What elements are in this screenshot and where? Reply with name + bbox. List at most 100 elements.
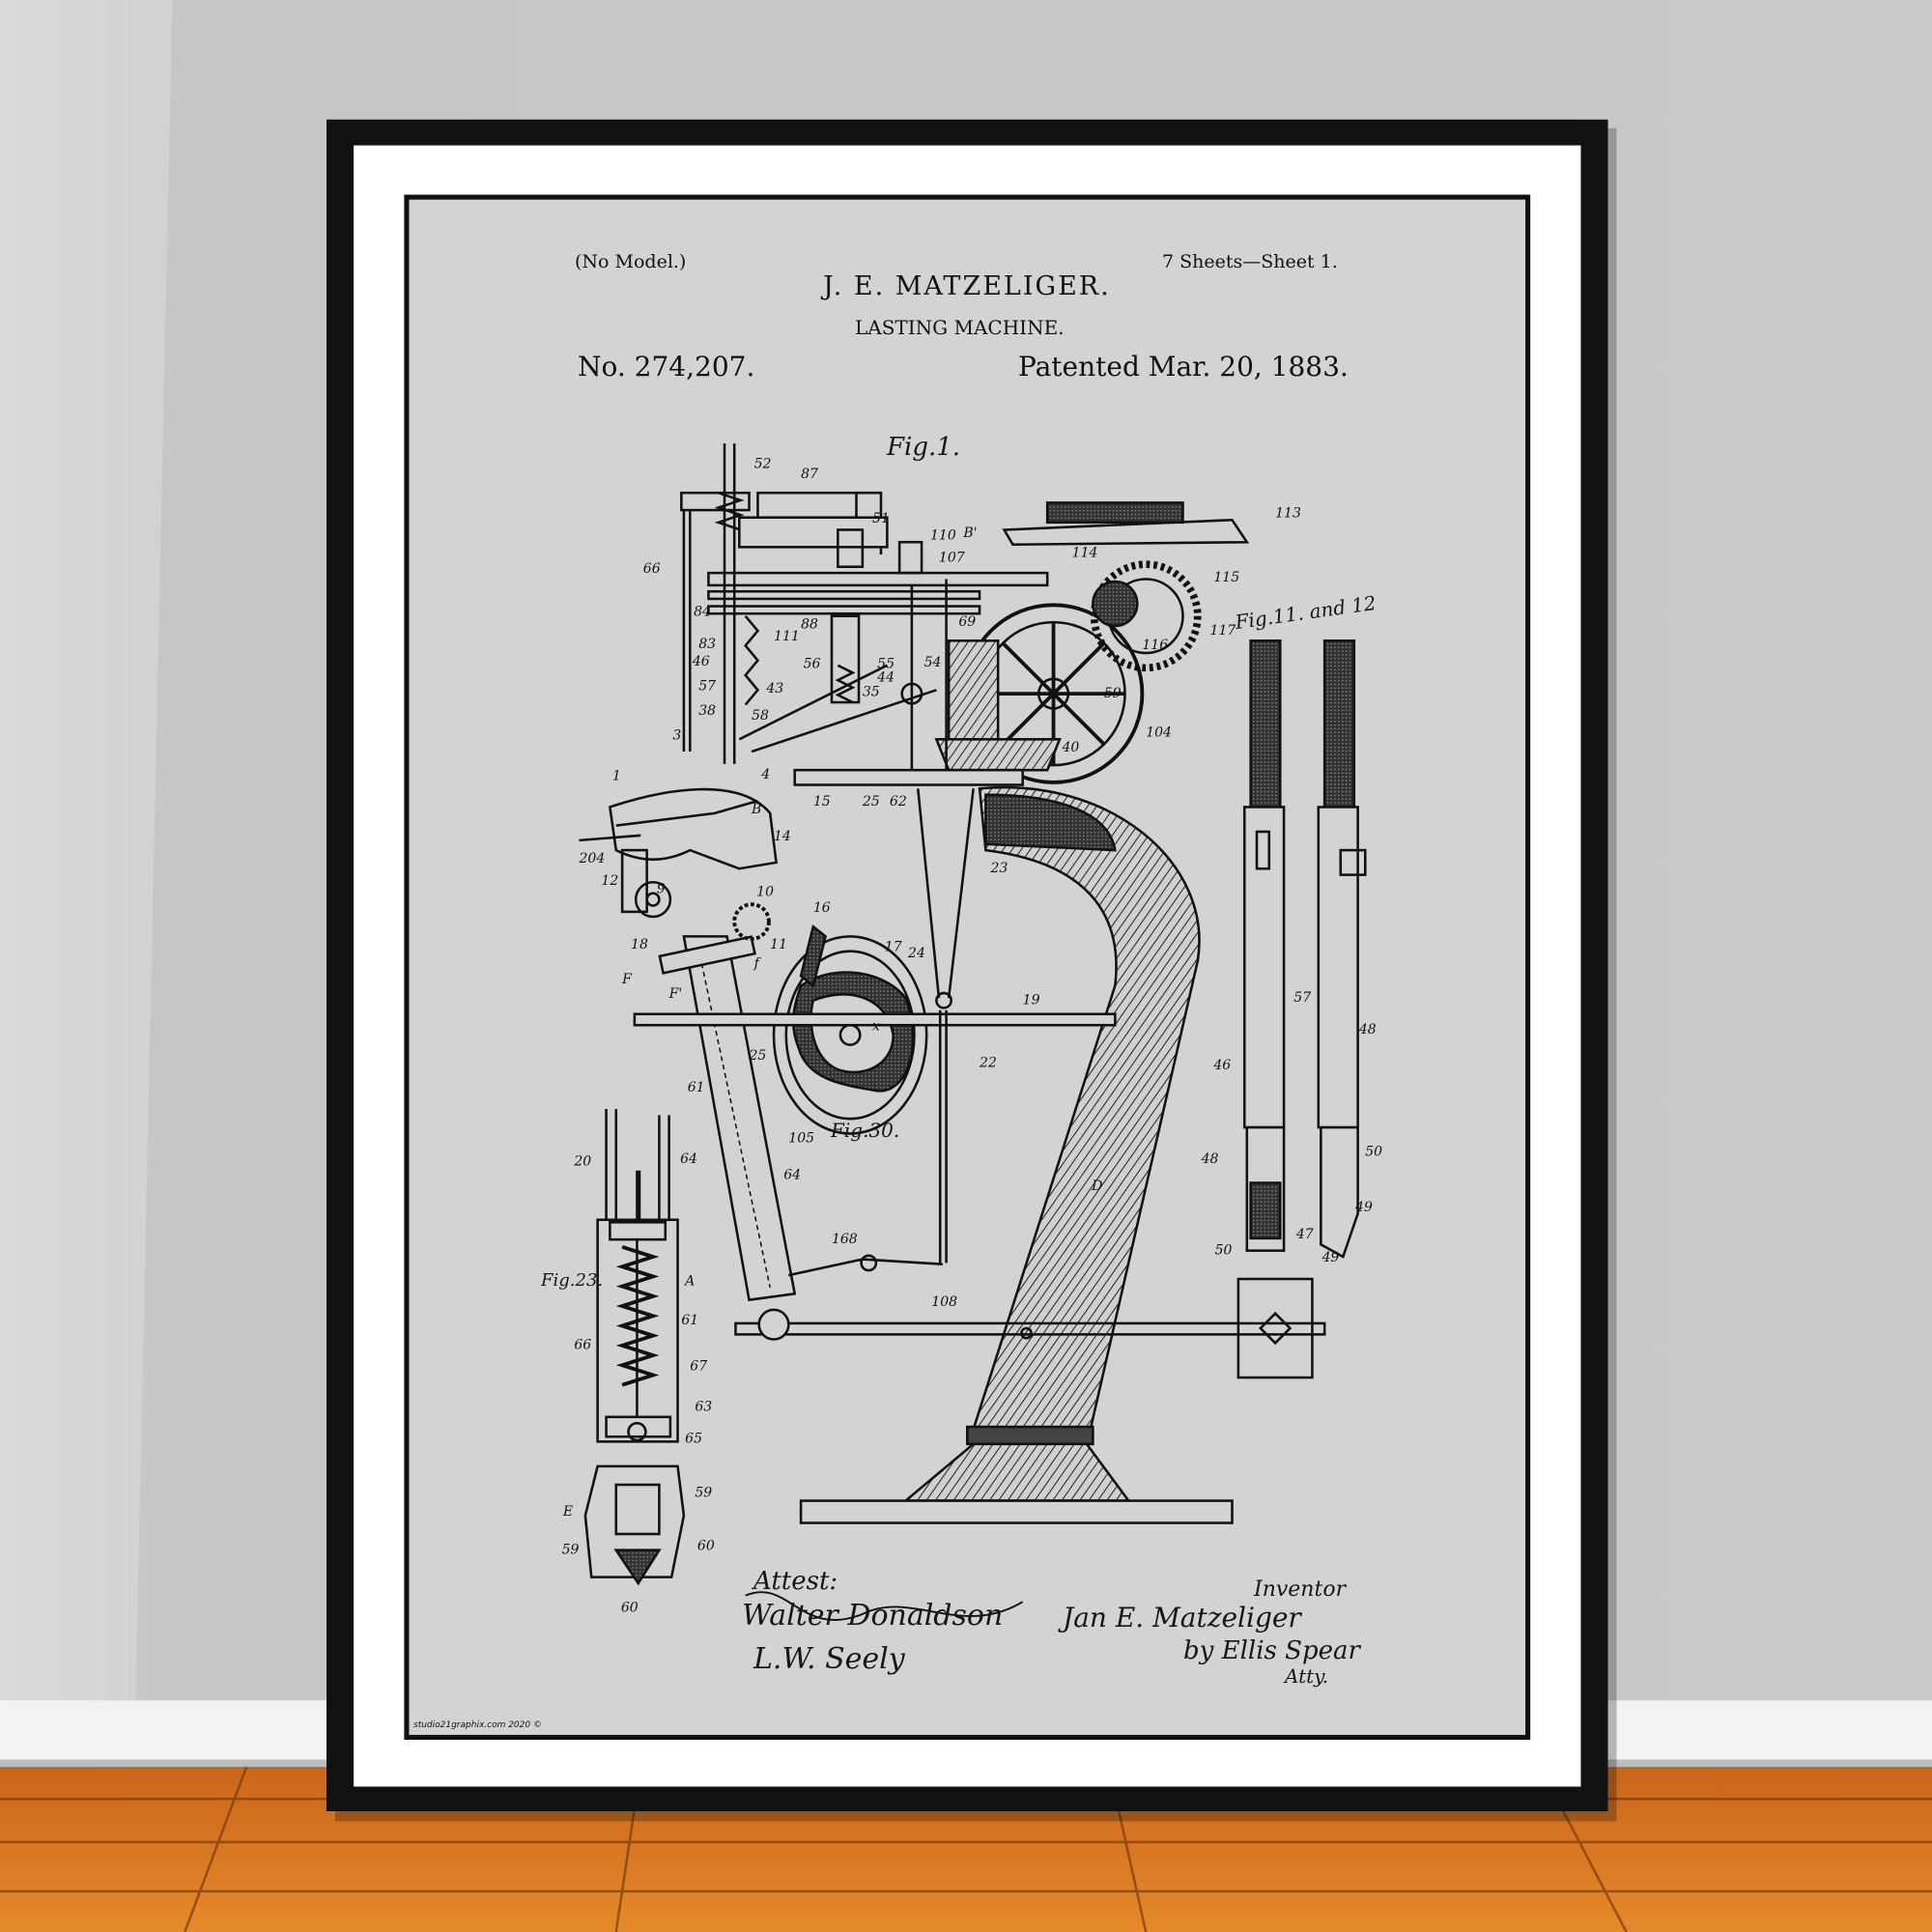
fig23-detail [583,1108,686,1586]
part-label: 17 [885,940,902,955]
part-label: 14 [774,829,791,844]
rod-fig12 [1317,639,1367,1259]
fig1-label: Fig.1. [887,433,961,462]
part-label: 24 [907,946,925,961]
attest-label: Attest: [753,1567,838,1596]
part-label: 49 [1354,1200,1373,1215]
patent-date: Patented Mar. 20, 1883. [1018,351,1349,383]
part-label: 51 [872,511,890,526]
part-label: 64 [680,1151,697,1167]
column-d [682,935,797,1302]
part-label: 63 [695,1399,712,1414]
part-label: 55 [877,656,895,671]
cam-disc [772,935,928,1135]
part-label: 46 [1212,1058,1231,1073]
part-label: 114 [1072,546,1098,561]
credit-line: studio21graphix.com 2020 © [413,1720,542,1730]
part-label: 65 [685,1432,702,1447]
part-label: 50 [1215,1242,1233,1258]
part-label: 59 [695,1486,712,1501]
part-label: 22 [979,1056,997,1071]
part-label: B' [962,526,977,541]
part-label: 104 [1146,725,1172,741]
part-label: 20 [573,1154,591,1170]
wall-shadow [0,0,173,1701]
part-label: 60 [697,1539,715,1554]
bar-25 [633,1012,1117,1027]
part-label: 111 [774,629,800,644]
fig23-label: Fig.23. [541,1270,604,1291]
inventor-name: J. E. MATZELIGER. [823,271,1111,301]
part-label: 116 [1142,638,1168,653]
part-label: 69 [958,614,976,630]
part-label: 61 [681,1313,698,1328]
inventor-signature: Jan E. Matzeliger [1063,1602,1301,1634]
part-label: 49 [1321,1250,1340,1265]
gear [1090,560,1202,672]
witness-signature-1: Walter Donaldson [742,1599,1004,1633]
part-label: 57 [1293,990,1311,1006]
part-label: 12 [601,873,618,889]
part-label: E [562,1504,573,1520]
part-label: 16 [813,900,831,916]
part-label: 18 [631,937,648,952]
part-label: 40 [1061,740,1079,755]
patent-number: No. 274,207. [578,351,755,383]
part-label: 64 [783,1168,801,1183]
patent-drawing [579,443,1367,1621]
part-label: 19 [1023,993,1040,1009]
part-label: F' [668,986,683,1002]
part-label: 48 [1201,1151,1219,1167]
part-label: 4 [760,767,770,782]
sheet-count: 7 Sheets—Sheet 1. [1162,251,1338,272]
part-label: 62 [890,794,907,810]
part-label: 46 [692,654,710,669]
part-label: F [621,972,633,987]
part-label: 60 [621,1600,639,1615]
invention-title: LASTING MACHINE. [855,316,1065,339]
part-label: f [753,955,762,971]
attorney-label: Atty. [1285,1664,1329,1688]
model-note: (No Model.) [575,251,687,272]
part-label: 57 [698,678,716,694]
part-label: 66 [574,1338,591,1353]
part-label: 10 [756,884,774,899]
part-label: D [1091,1179,1102,1194]
part-label: 48 [1358,1022,1377,1037]
part-label: 56 [804,656,821,671]
part-label: 204 [578,851,605,867]
part-label: 11 [770,937,787,952]
part-label: 84 [694,605,711,620]
part-label: 3 [672,727,681,743]
rod-fig11 [1242,639,1286,1252]
part-label: 38 [698,703,716,719]
part-label: 108 [931,1294,957,1310]
shoe-last [608,787,778,870]
part-label: 23 [990,861,1009,876]
part-label: 15 [813,794,831,810]
part-label: 115 [1213,570,1239,585]
part-label: 87 [801,467,818,482]
part-label: 117 [1210,623,1236,639]
part-label: 9 [657,882,666,897]
part-label: 83 [698,637,716,652]
part-label: x [872,1018,880,1034]
part-label: 113 [1275,506,1301,522]
part-label: 52 [754,457,772,472]
part-label: 25 [862,794,880,810]
part-label: 58 [752,708,769,724]
part-label: 50 [1365,1144,1382,1159]
part-label: 43 [765,681,783,696]
part-label: 54 [924,655,942,670]
inventor-label: Inventor [1254,1577,1347,1602]
part-label: 88 [801,617,818,633]
part-label: 105 [788,1130,814,1146]
machine-frame-a [971,785,1201,1431]
base-plate [799,1499,1234,1524]
part-label: 110 [930,528,956,544]
part-label: 107 [939,551,965,566]
part-label: B [751,802,761,817]
counterweight [1236,1277,1314,1379]
part-label: 59 [562,1542,580,1557]
